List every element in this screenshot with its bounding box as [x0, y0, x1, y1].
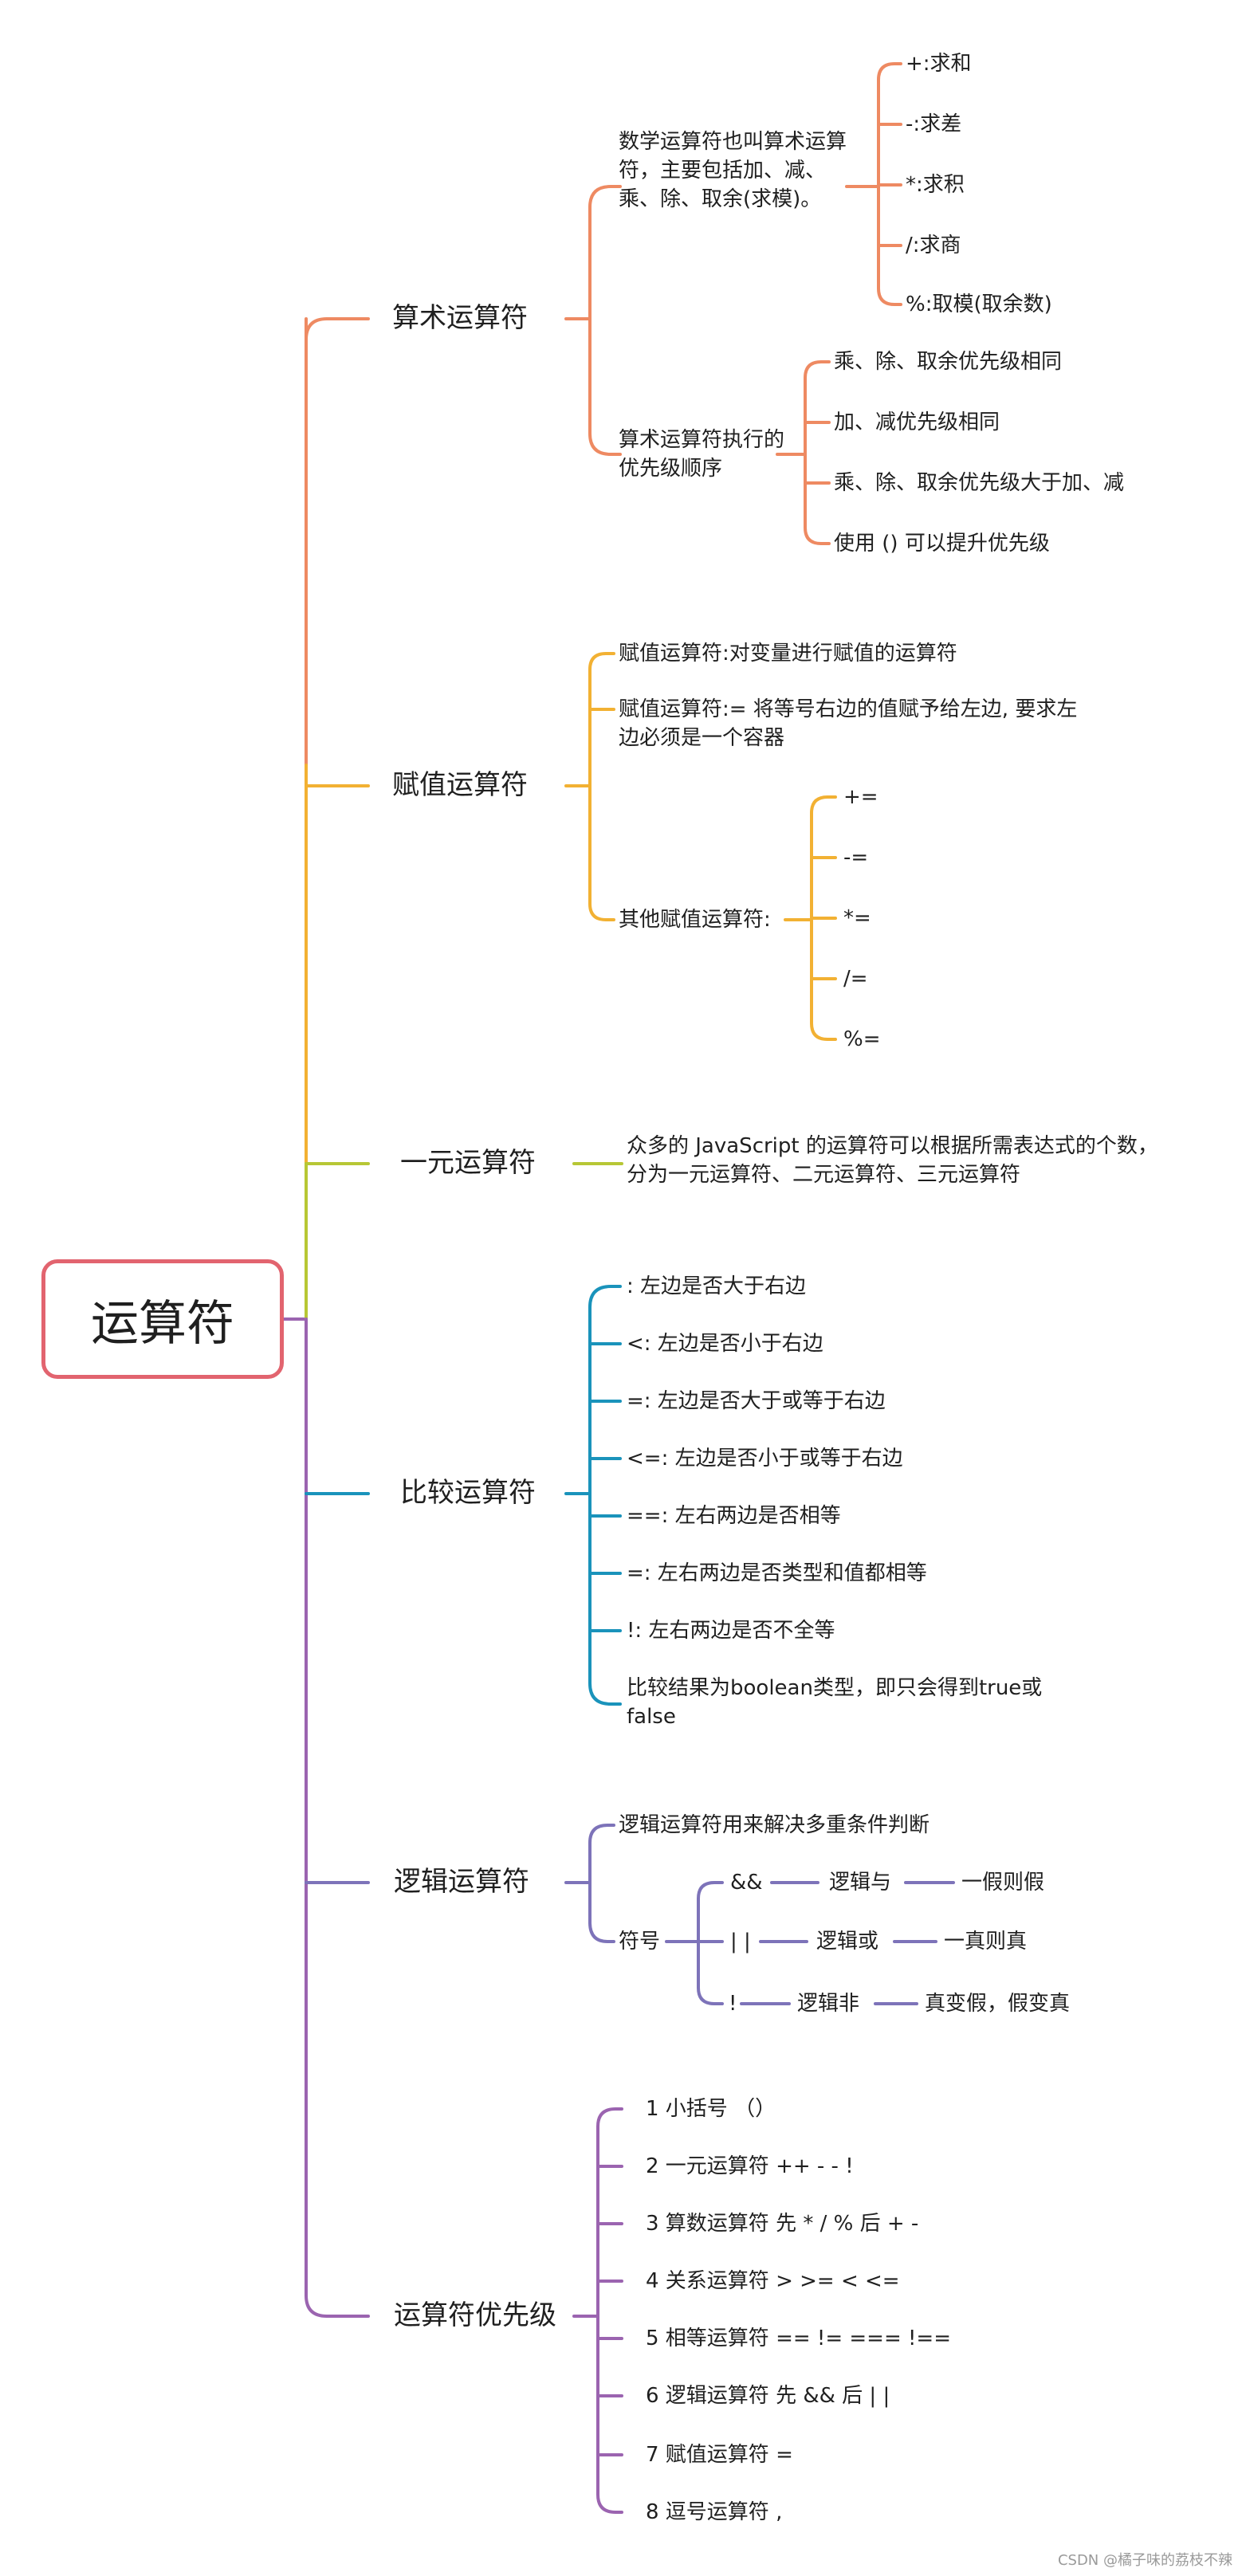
arithmetic-op: +:求和 — [906, 52, 972, 76]
comparison-result: 比较结果为boolean类型，即只会得到true或false — [627, 1676, 1043, 1729]
precedence-item: 6 逻辑运算符 先 && 后 | | — [646, 2384, 890, 2408]
precedence-item: 5 相等运算符 == != === !== — [646, 2327, 951, 2350]
assignment-other-op: /= — [843, 967, 868, 991]
comparison-item: : 左边是否大于右边 — [627, 1274, 807, 1298]
logical-name: 逻辑非 — [797, 1992, 860, 2016]
logical-rule: 一假则假 — [961, 1871, 1045, 1895]
comparison-item: <: 左边是否小于右边 — [627, 1332, 823, 1356]
logical-symbol: ! — [729, 1992, 737, 2016]
arithmetic-op: /:求商 — [906, 234, 961, 257]
precedence-item: 4 关系运算符 > >= < <= — [646, 2269, 900, 2293]
comparison-item: =: 左边是否大于或等于右边 — [627, 1389, 886, 1413]
comparison-item: ==: 左右两边是否相等 — [627, 1504, 841, 1528]
assignment-other-op: %= — [843, 1027, 881, 1051]
watermark: CSDN @橘子味的荔枝不辣 — [1057, 2552, 1232, 2569]
root-label: 运算符 — [91, 1295, 234, 1352]
arithmetic-order-item: 乘、除、取余优先级相同 — [834, 350, 1063, 374]
branch-assignment: 赋值运算符 — [392, 769, 528, 801]
comparison-item: =: 左右两边是否类型和值都相等 — [627, 1561, 927, 1585]
logical-symbols-label: 符号 — [619, 1930, 661, 1954]
precedence-item: 1 小括号 （） — [646, 2097, 776, 2121]
arithmetic-op: -:求差 — [906, 112, 962, 136]
branch-logical: 逻辑运算符 — [394, 1866, 529, 1898]
branch-precedence: 运算符优先级 — [394, 2299, 556, 2331]
precedence-item: 2 一元运算符 ++ - - ! — [646, 2154, 854, 2178]
arithmetic-op: %:取模(取余数) — [906, 293, 1052, 316]
arithmetic-order-item: 使用 () 可以提升优先级 — [834, 532, 1050, 556]
arithmetic-order-label: 算术运算符执行的优先级顺序 — [619, 428, 785, 481]
root-node: 运算符 — [41, 1259, 284, 1379]
logical-rule: 真变假，假变真 — [925, 1992, 1071, 2016]
logical-rule: 一真则真 — [944, 1930, 1028, 1954]
unary-desc: 众多的 JavaScript 的运算符可以根据所需表达式的个数，分为一元运算符、… — [627, 1134, 1158, 1187]
precedence-item: 7 赋值运算符 = — [646, 2443, 793, 2467]
logical-symbol: | | — [730, 1930, 751, 1954]
branch-unary: 一元运算符 — [400, 1147, 536, 1179]
logical-name: 逻辑与 — [829, 1871, 892, 1895]
arithmetic-order-item: 加、减优先级相同 — [834, 410, 1000, 434]
arithmetic-order-item: 乘、除、取余优先级大于加、减 — [834, 471, 1125, 495]
arithmetic-op: *:求积 — [906, 173, 965, 197]
assignment-def2: 赋值运算符:= 将等号右边的值赋予给左边, 要求左边必须是一个容器 — [619, 697, 1078, 750]
comparison-item: !: 左右两边是否不全等 — [627, 1619, 835, 1643]
arithmetic-intro: 数学运算符也叫算术运算符，主要包括加、减、乘、除、取余(求模)。 — [619, 130, 847, 211]
precedence-item: 8 逗号运算符 , — [646, 2500, 783, 2524]
logical-desc: 逻辑运算符用来解决多重条件判断 — [619, 1813, 930, 1837]
comparison-item: <=: 左边是否小于或等于右边 — [627, 1447, 903, 1471]
logical-name: 逻辑或 — [816, 1930, 879, 1954]
branch-arithmetic: 算术运算符 — [392, 302, 528, 334]
assignment-def1: 赋值运算符:对变量进行赋值的运算符 — [619, 642, 957, 666]
assignment-other-op: -= — [843, 846, 869, 870]
assignment-other-op: *= — [843, 906, 871, 930]
precedence-item: 3 算数运算符 先 * / % 后 + - — [646, 2212, 919, 2236]
logical-symbol: && — [730, 1871, 763, 1895]
assignment-others-label: 其他赋值运算符: — [619, 908, 771, 932]
assignment-other-op: += — [843, 785, 878, 809]
branch-comparison: 比较运算符 — [400, 1477, 536, 1509]
